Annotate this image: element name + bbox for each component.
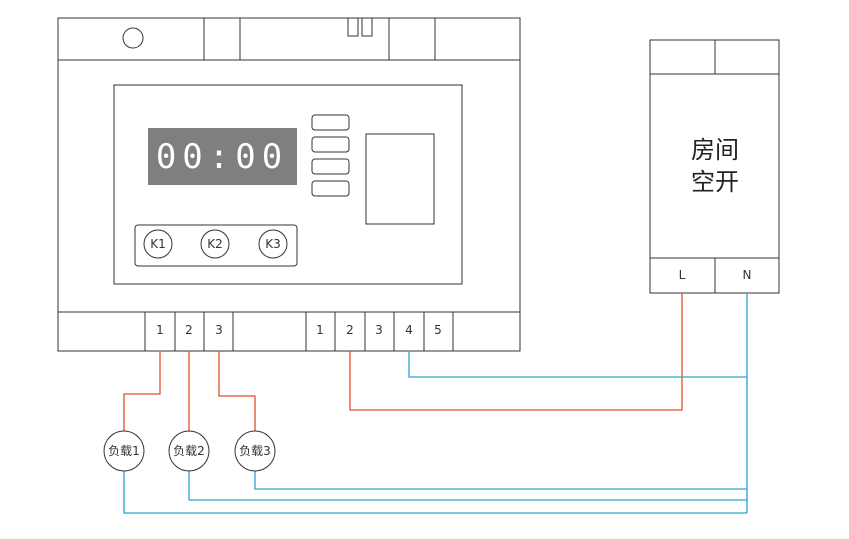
live-wire-load1 xyxy=(123,351,161,431)
load-2-label: 负载2 xyxy=(173,444,205,458)
output-terminal-2-label: 2 xyxy=(185,323,193,337)
output-terminal-3-label: 3 xyxy=(215,323,223,337)
input-terminal-4 xyxy=(393,311,425,352)
timer-controller: 00:00 K1 K2 K3 1 2 3 1 2 3 4 5 xyxy=(57,17,521,352)
time-display xyxy=(148,128,297,185)
key-k2-button[interactable] xyxy=(200,229,230,259)
neutral-wire-load2 xyxy=(188,471,747,501)
breaker-housing xyxy=(649,39,780,294)
input-terminal-2 xyxy=(334,311,366,352)
breaker-top-left xyxy=(649,39,716,75)
neutral-wire-load1 xyxy=(123,471,747,514)
dip-switch-1 xyxy=(347,17,359,37)
neutral-wires xyxy=(123,293,748,514)
breaker-terminal-n xyxy=(714,257,780,294)
input-terminal-1-label: 1 xyxy=(316,323,324,337)
top-clip-right xyxy=(388,17,436,61)
input-terminal-4-label: 4 xyxy=(405,323,413,337)
live-wire-supply xyxy=(349,293,683,411)
live-wires xyxy=(123,293,683,431)
time-display-text: 00:00 xyxy=(156,137,288,177)
loads: 负载1 负载2 负载3 xyxy=(103,430,276,472)
indicator-button-2[interactable] xyxy=(311,136,350,153)
top-clip-left xyxy=(203,17,241,61)
load-2-icon xyxy=(168,430,210,472)
input-terminal-5-label: 5 xyxy=(434,323,442,337)
neutral-wire-load3 xyxy=(254,471,747,490)
key-k2-label: K2 xyxy=(207,237,223,251)
breaker-top-right xyxy=(714,39,780,75)
indicator-button-3[interactable] xyxy=(311,158,350,175)
dip-switch-2 xyxy=(361,17,373,37)
breaker-terminal-n-label: N xyxy=(743,268,752,282)
key-k1-button[interactable] xyxy=(143,229,173,259)
output-terminal-1-label: 1 xyxy=(156,323,164,337)
room-breaker: 房间 空开 L N xyxy=(649,39,780,294)
key-k1-label: K1 xyxy=(150,237,166,251)
breaker-label-line1: 房间 xyxy=(691,136,739,164)
load-1-label: 负载1 xyxy=(108,444,140,458)
load-3-icon xyxy=(234,430,276,472)
indicator-button-1[interactable] xyxy=(311,114,350,131)
live-wire-load3 xyxy=(218,351,256,431)
input-terminal-2-label: 2 xyxy=(346,323,354,337)
key-k3-button[interactable] xyxy=(258,229,288,259)
label-window xyxy=(365,133,435,225)
key-k3-label: K3 xyxy=(265,237,281,251)
input-terminal-3-label: 3 xyxy=(375,323,383,337)
input-terminal-1 xyxy=(305,311,336,352)
breaker-terminal-l xyxy=(649,257,716,294)
mounting-hole-icon xyxy=(122,27,144,49)
neutral-wire-supply xyxy=(408,351,747,378)
breaker-terminal-l-label: L xyxy=(679,268,686,282)
input-terminal-5 xyxy=(423,311,454,352)
load-3-label: 负载3 xyxy=(239,444,271,458)
breaker-label-line2: 空开 xyxy=(691,168,739,196)
indicator-button-4[interactable] xyxy=(311,180,350,197)
load-1-icon xyxy=(103,430,145,472)
